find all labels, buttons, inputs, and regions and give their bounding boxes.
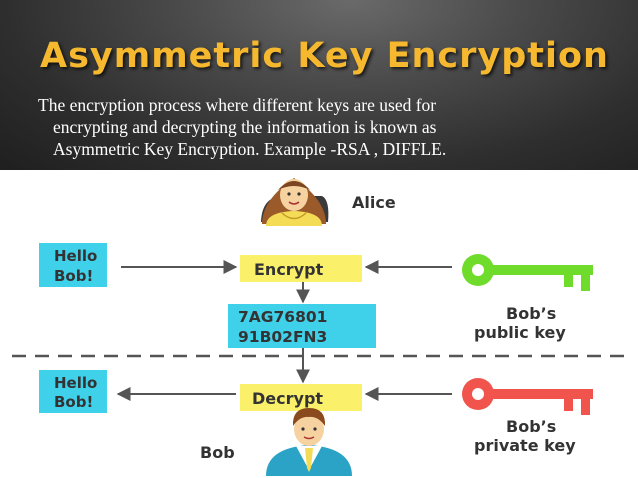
plaintext-box-top [39,243,107,287]
private-key-line1: Bob’s [506,417,556,436]
alice-label: Alice [352,193,396,212]
bob-avatar [266,408,352,476]
encrypt-box [240,255,362,282]
public-key-icon [462,254,593,291]
plaintext-bottom-line2: Bob! [54,393,93,411]
slide-title: Asymmetric Key Encryption [40,36,609,76]
public-key-line2: public key [474,323,566,342]
plaintext-top-line1: Hello [54,247,97,265]
plaintext-box-bottom [39,370,107,413]
diagram-canvas: Alice Hello Bob! Encrypt Bob’s public ke… [12,178,628,476]
decrypt-label: Decrypt [252,389,323,408]
private-key-icon [462,378,593,415]
description-line: Asymmetric Key Encryption. Example -RSA … [53,139,447,159]
decrypt-box [240,384,362,411]
ciphertext-line2: 91B02FN3 [238,328,327,346]
ciphertext-line1: 7AG76801 [238,308,327,326]
slide-header: Asymmetric Key Encryption The encryption… [0,0,638,170]
encrypt-label: Encrypt [254,260,324,279]
description-line: encrypting and decrypting the informatio… [53,117,437,137]
alice-avatar [261,178,329,226]
plaintext-bottom-line1: Hello [54,374,97,392]
encryption-diagram: Alice Hello Bob! Encrypt Bob’s public ke… [0,170,638,478]
private-key-line2: private key [474,436,576,455]
plaintext-top-line2: Bob! [54,267,93,285]
description-line: The encryption process where different k… [38,95,437,115]
slide-description: The encryption process where different k… [38,94,618,160]
bob-label: Bob [200,443,235,462]
public-key-line1: Bob’s [506,304,556,323]
ciphertext-box [228,304,376,348]
